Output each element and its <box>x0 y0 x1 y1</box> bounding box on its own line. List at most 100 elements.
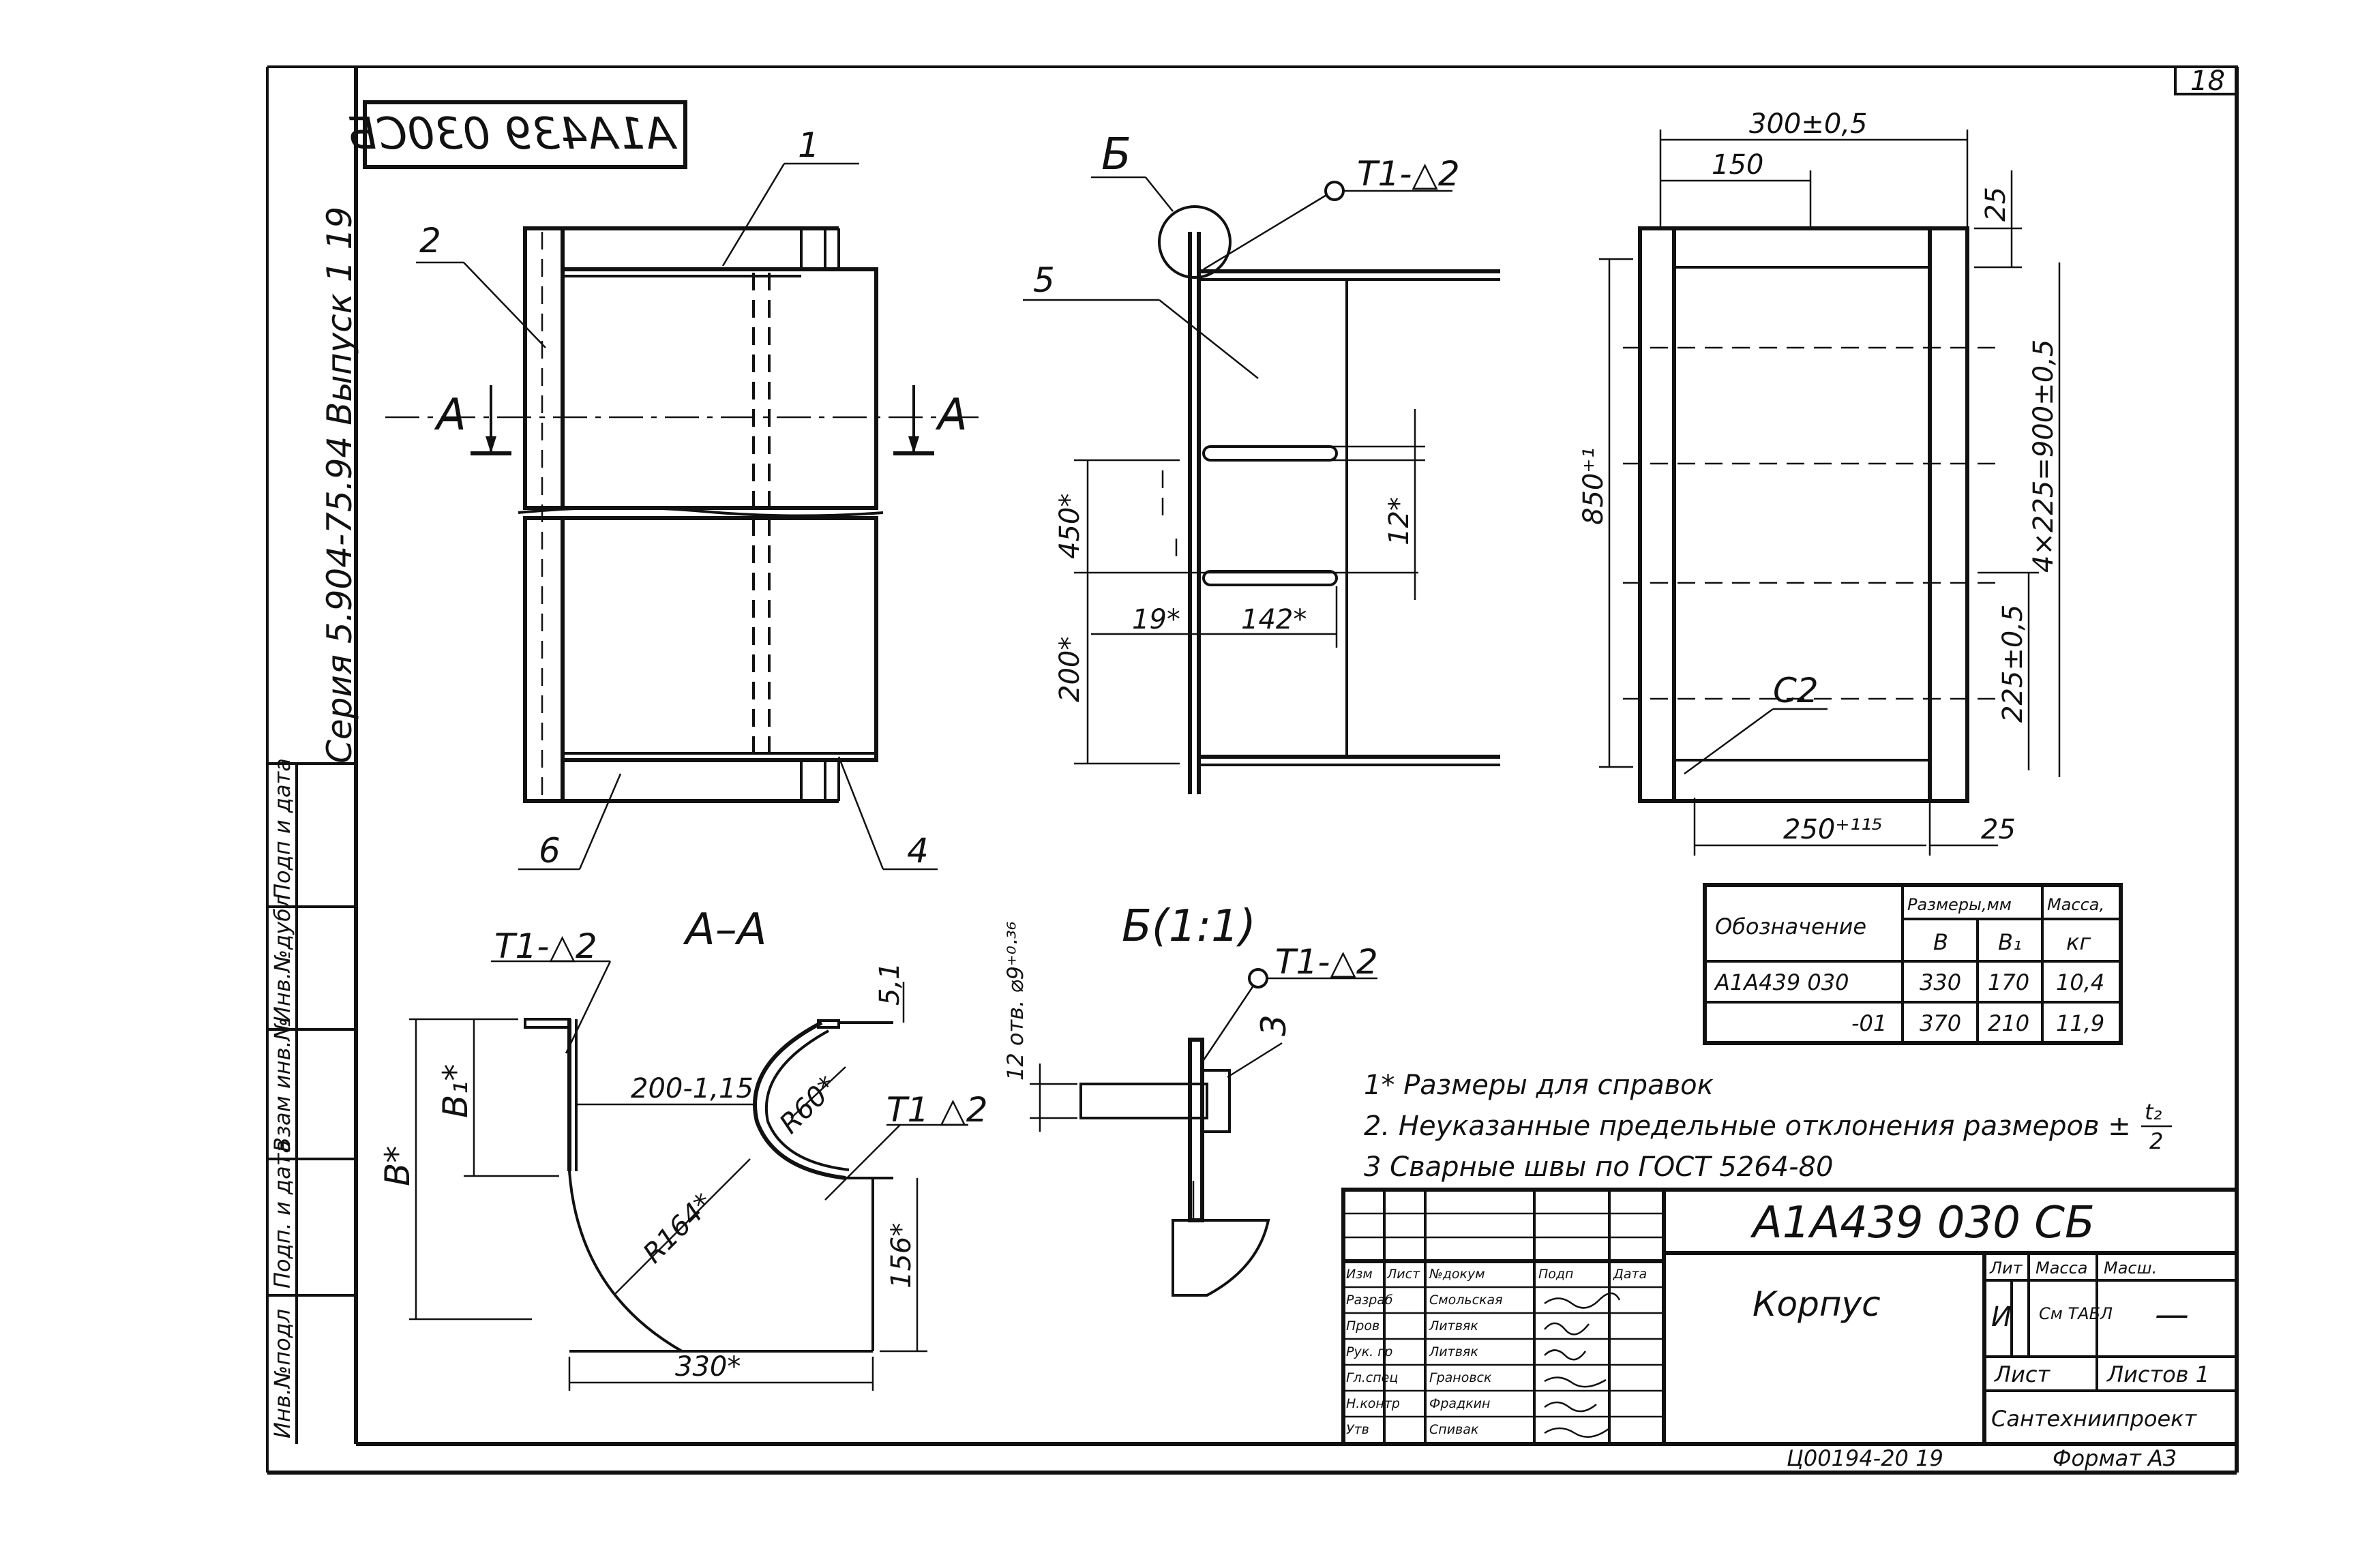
dim-450: 450* <box>1054 494 1086 559</box>
dim-142: 142* <box>1241 604 1307 635</box>
section-weld-left: Т1-△2 <box>494 926 597 966</box>
stamp-label-vzam-inv: Взам инв.№ <box>269 1018 295 1152</box>
title-mass-value: См ТАБЛ <box>2039 1304 2113 1323</box>
note-2-fraction-den: 2 <box>2149 1128 2163 1154</box>
title-col-dokum: №докум <box>1429 1267 1485 1282</box>
note-1: 1* Размеры для справок <box>1364 1070 1714 1101</box>
sheet-frame <box>266 65 2239 1475</box>
title-role-glspec: Гл.спец <box>1346 1370 1398 1385</box>
title-col-list: Лист <box>1386 1267 1420 1282</box>
dim-250: 250⁺¹¹⁵ <box>1783 814 1883 845</box>
section-weld-right: Т1 △2 <box>886 1090 988 1130</box>
mirrored-doc-code: А1А439 030СБ <box>346 109 678 160</box>
stamp-label-inv-podl: Инв.№подл <box>269 1309 295 1438</box>
title-role-prov: Пров <box>1346 1318 1380 1333</box>
title-role-razrab: Разраб <box>1346 1293 1393 1308</box>
title-lit-label: Лит <box>1989 1258 2023 1278</box>
front-view <box>385 162 982 871</box>
note-2-fraction-num: t₂ <box>2145 1099 2162 1125</box>
title-doc-code: А1А439 030 СБ <box>1750 1198 2095 1248</box>
footer-format: Формат А3 <box>2053 1445 2177 1471</box>
dim-850: 850⁺¹ <box>1578 448 1609 526</box>
note-2: 2. Неуказанные предельные отклонения раз… <box>1364 1111 2131 1142</box>
side-series-label: Серия 5.904-75.94 Выпуск 1 19 <box>320 207 359 764</box>
signature-scribbles <box>1544 1292 1621 1438</box>
callout-4: 4 <box>907 831 929 871</box>
dim-b1: B₁* <box>436 1064 475 1118</box>
title-name-ruk: Литвяк <box>1429 1344 1478 1359</box>
title-col-podp: Подп <box>1538 1267 1573 1282</box>
left-stamp-strip <box>267 762 356 1444</box>
note-3: 3 Сварные швы по ГОСТ 5264-80 <box>1364 1151 1833 1183</box>
dim-12: 12* <box>1384 497 1415 545</box>
section-aa-title: А–А <box>683 905 767 955</box>
callout-1: 1 <box>798 125 820 165</box>
title-role-nkontr: Н.контр <box>1346 1396 1400 1411</box>
dim-19: 19* <box>1132 604 1180 635</box>
table-col-mass-unit: кг <box>2066 929 2091 955</box>
callout-2: 2 <box>419 221 441 260</box>
title-sheets-label: Листов 1 <box>2106 1361 2209 1387</box>
callout-6: 6 <box>539 831 561 871</box>
side-weld-label: Т1-△2 <box>1357 154 1460 194</box>
callout-5: 5 <box>1033 260 1055 300</box>
table-row-2-b: 370 <box>1920 1010 1961 1036</box>
stamp-label-podp-data-2: Подп и дата <box>269 758 295 900</box>
dim-150: 150 <box>1712 149 1763 181</box>
table-row-2-designation: -01 <box>1851 1010 1887 1036</box>
title-col-data: Дата <box>1613 1267 1647 1282</box>
title-name-razrab: Смольская <box>1429 1293 1503 1308</box>
title-name-glspec: Грановск <box>1429 1370 1492 1385</box>
table-row-1-b1: 170 <box>1988 969 2029 995</box>
footer-code: Ц00194-20 19 <box>1787 1445 1943 1471</box>
dim-5-1: 5,1 <box>874 962 906 1006</box>
detail-b-callout-3: 3 <box>1254 1014 1294 1036</box>
table-row-1-designation: А1А439 030 <box>1714 969 1849 995</box>
table-col-designation: Обозначение <box>1715 914 1866 939</box>
title-lit-value: И <box>1991 1301 2012 1333</box>
title-name-utv: Спивак <box>1429 1422 1479 1437</box>
stamp-label-inv-dubl: Инв.№дубл <box>269 894 295 1023</box>
detail-b-weld: Т1-△2 <box>1275 942 1378 982</box>
title-col-izm: Изм <box>1346 1267 1373 1282</box>
dim-4x225: 4×225=900±0,5 <box>2028 340 2059 573</box>
title-org: Сантехниипроект <box>1991 1406 2197 1432</box>
title-scale-value: — <box>2155 1295 2189 1334</box>
detail-b <box>1030 968 1377 1297</box>
title-sheet-label: Лист <box>1994 1361 2051 1387</box>
dim-156: 156* <box>886 1223 917 1288</box>
detail-b-title: Б(1:1) <box>1122 901 1256 952</box>
callout-c2: С2 <box>1773 671 1819 710</box>
table-col-mass: Масса, <box>2047 895 2104 914</box>
dim-300: 300±0,5 <box>1749 108 1867 140</box>
table-row-1-b: 330 <box>1920 969 1961 995</box>
dim-r60: R60* <box>774 1070 844 1140</box>
section-mark-left: А <box>434 390 466 440</box>
dim-225: 225±0,5 <box>1997 605 2029 723</box>
table-col-sizes: Размеры,мм <box>1907 895 2012 914</box>
table-row-1-mass: 10,4 <box>2056 969 2104 995</box>
stamp-label-podp-data-1: Подп. и дата <box>269 1140 295 1288</box>
title-block <box>1341 1188 2239 1446</box>
title-role-utv: Утв <box>1346 1422 1369 1437</box>
sheet-number: 18 <box>2190 65 2225 97</box>
side-view <box>1023 176 1500 794</box>
mirrored-doc-code-box <box>363 100 687 169</box>
title-name-nkontr: Фрадкин <box>1429 1396 1490 1411</box>
dim-r164: R164* <box>638 1188 719 1269</box>
dim-25-bottom: 25 <box>1981 814 2016 845</box>
table-col-b: B <box>1933 929 1948 955</box>
callout-b: Б <box>1101 130 1131 180</box>
section-mark-right: А <box>935 390 968 440</box>
title-role-ruk: Рук. гр <box>1346 1344 1392 1359</box>
right-view <box>1599 130 2061 856</box>
dim-330: 330* <box>675 1351 741 1383</box>
table-row-2-b1: 210 <box>1988 1010 2029 1036</box>
detail-b-hole-note: 12 отв. ⌀9⁺⁰·³⁶ <box>1002 921 1028 1081</box>
table-row-2-mass: 11,9 <box>2056 1010 2104 1036</box>
title-mass-label: Масса <box>2036 1258 2088 1278</box>
spec-table <box>1703 883 2123 1045</box>
title-part-name: Корпус <box>1753 1284 1881 1324</box>
section-aa <box>409 960 968 1391</box>
